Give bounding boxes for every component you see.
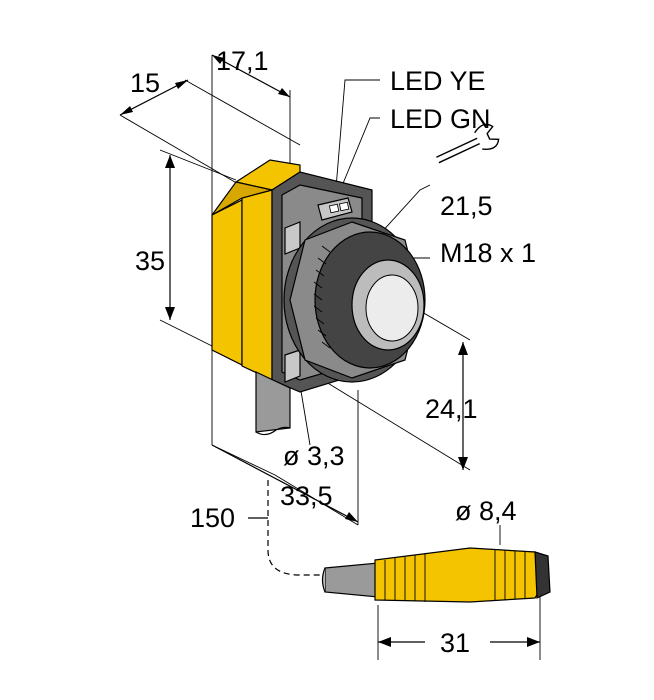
led-gn-label: LED GN [390,104,491,134]
cable-length-path [267,480,330,576]
dim-35-label: 35 [135,246,165,276]
led-window [317,197,353,221]
dim-150-label: 150 [190,503,235,533]
lens [351,259,425,351]
dimension-arrows [119,54,541,660]
mounting-screws [284,221,301,383]
dim-dia-3-3-label: ø 3,3 [283,441,345,471]
dim-24-1-label: 24,1 [425,394,478,424]
dim-21-5-label: 21,5 [440,191,493,221]
led-ye-label: LED YE [390,66,486,96]
connector-plug [321,547,551,603]
dim-dia-8-4-label: ø 8,4 [455,496,517,526]
dim-33-5-label: 33,5 [280,481,333,511]
dim-17-1-label: 17,1 [216,46,269,76]
wrench-icon [436,123,500,164]
sensor-cable [255,371,291,436]
dim-15-label: 15 [130,68,160,98]
extension-lines [119,55,471,526]
dim-31-label: 31 [440,628,470,658]
thread-label: M18 x 1 [440,238,536,268]
